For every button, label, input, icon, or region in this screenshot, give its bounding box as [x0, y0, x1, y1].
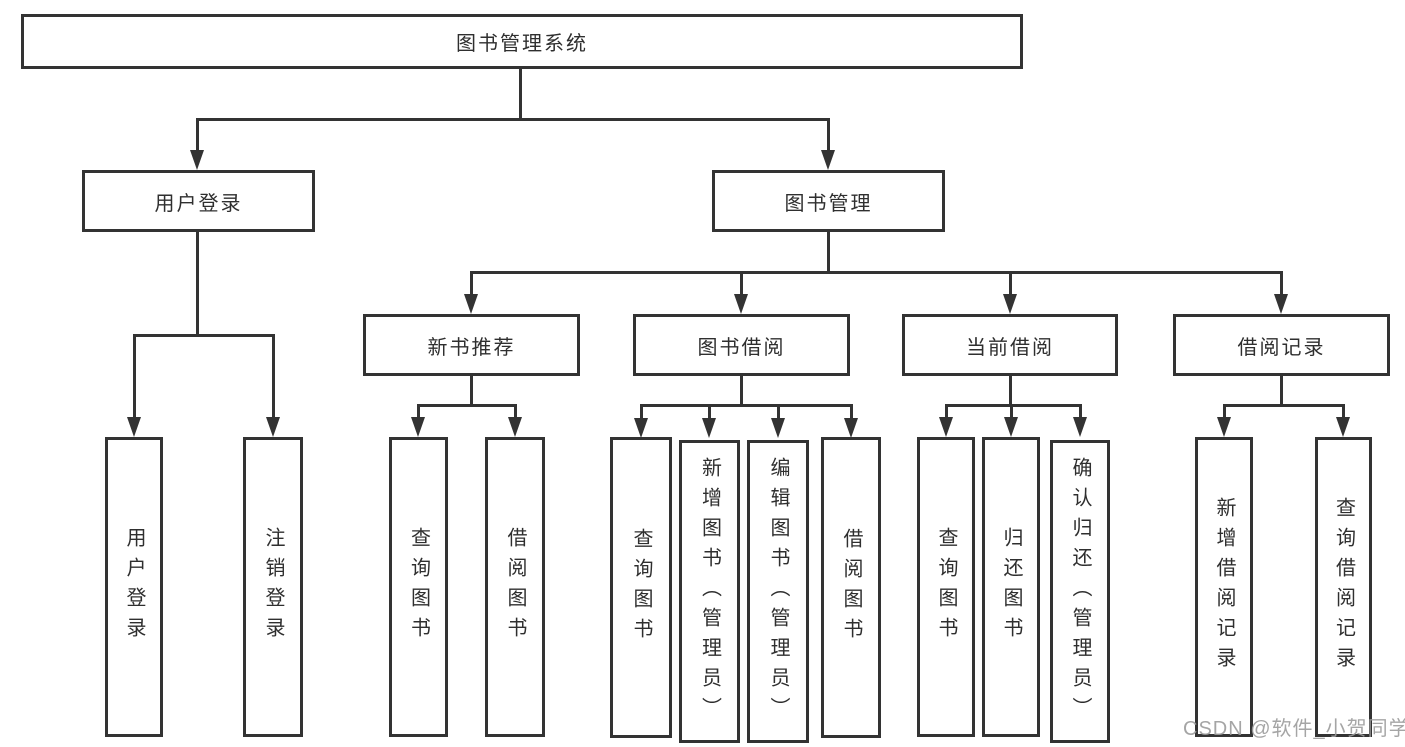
node-label-leaf-query-book-1: 查询图书 [407, 527, 430, 647]
node-current-borrow: 当前借阅 [902, 314, 1118, 376]
node-leaf-confirm-return: 确认归还（管理员） [1050, 440, 1110, 743]
arrowhead-down-icon [939, 417, 953, 437]
node-label-borrow-records: 借阅记录 [1237, 336, 1326, 359]
edge-drop-root [196, 119, 199, 154]
edge-stem-new-book-rec [470, 376, 473, 405]
edge-bar-book-borrow [640, 404, 853, 407]
edge-bar-root [196, 118, 830, 121]
node-label-leaf-edit-book: 编辑图书（管理员） [767, 456, 789, 727]
edge-drop-book-borrow [850, 405, 853, 422]
node-label-book-mgmt: 图书管理 [784, 192, 873, 215]
edge-drop-new-book-rec [417, 405, 420, 421]
node-leaf-add-record: 新增借阅记录 [1195, 437, 1253, 737]
node-leaf-return-book: 归还图书 [982, 437, 1040, 737]
node-label-leaf-query-book-2: 查询图书 [630, 527, 652, 648]
node-label-leaf-query-book-3: 查询图书 [935, 527, 957, 647]
edge-bar-new-book-rec [417, 404, 517, 407]
node-leaf-logout: 注销登录 [243, 437, 303, 737]
arrowhead-down-icon [1274, 294, 1288, 314]
arrowhead-down-icon [1073, 417, 1087, 437]
arrowhead-down-icon [1003, 294, 1017, 314]
edge-stem-book-borrow [740, 376, 743, 405]
arrowhead-down-icon [771, 418, 785, 438]
edge-drop-book-mgmt [740, 272, 743, 298]
node-label-leaf-confirm-return: 确认归还（管理员） [1069, 456, 1091, 727]
edge-drop-borrow-records [1223, 405, 1226, 421]
edge-drop-user-login [272, 335, 275, 421]
node-label-leaf-borrow-book-1: 借阅图书 [504, 527, 526, 647]
node-label-root: 图书管理系统 [456, 33, 588, 55]
node-user-login: 用户登录 [82, 170, 315, 232]
edge-drop-borrow-records [1342, 405, 1345, 421]
edge-bar-book-mgmt [470, 271, 1283, 274]
node-book-mgmt: 图书管理 [712, 170, 945, 232]
edge-stem-user-login [196, 232, 199, 335]
edge-drop-book-mgmt [1009, 272, 1012, 298]
arrowhead-down-icon [634, 418, 648, 438]
edge-drop-new-book-rec [514, 405, 517, 421]
arrowhead-down-icon [464, 294, 478, 314]
node-book-borrow: 图书借阅 [633, 314, 850, 376]
node-leaf-query-book-2: 查询图书 [610, 437, 672, 738]
arrowhead-down-icon [1217, 417, 1231, 437]
arrowhead-down-icon [127, 417, 141, 437]
node-leaf-user-login: 用户登录 [105, 437, 163, 737]
edge-bar-current-borrow [945, 404, 1082, 407]
edge-drop-book-borrow [708, 405, 711, 422]
node-label-book-borrow: 图书借阅 [697, 336, 786, 359]
edge-stem-book-mgmt [827, 232, 830, 272]
edge-drop-user-login [133, 335, 136, 421]
node-label-leaf-logout: 注销登录 [262, 527, 284, 647]
node-label-leaf-borrow-book-2: 借阅图书 [840, 527, 862, 648]
node-label-leaf-add-book: 新增图书（管理员） [698, 456, 721, 727]
node-label-user-login: 用户登录 [154, 192, 243, 215]
node-leaf-borrow-book-2: 借阅图书 [821, 437, 881, 738]
arrowhead-down-icon [190, 150, 204, 170]
arrowhead-down-icon [508, 417, 522, 437]
arrowhead-down-icon [734, 294, 748, 314]
edge-drop-book-mgmt [470, 272, 473, 298]
node-leaf-query-book-1: 查询图书 [389, 437, 448, 737]
node-leaf-query-record: 查询借阅记录 [1315, 437, 1372, 737]
edge-stem-borrow-records [1280, 376, 1283, 405]
edge-drop-book-borrow [777, 405, 780, 422]
node-label-leaf-add-record: 新增借阅记录 [1213, 497, 1235, 677]
edge-bar-user-login [133, 334, 275, 337]
node-label-leaf-return-book: 归还图书 [1000, 527, 1022, 647]
node-label-leaf-query-record: 查询借阅记录 [1332, 497, 1355, 677]
arrowhead-down-icon [266, 417, 280, 437]
csdn-watermark: CSDN @软件_小贺同学 [1183, 718, 1405, 740]
node-label-leaf-user-login: 用户登录 [123, 527, 145, 647]
edge-drop-book-borrow [640, 405, 643, 422]
arrowhead-down-icon [1004, 417, 1018, 437]
edge-drop-current-borrow [945, 405, 948, 421]
node-new-book-rec: 新书推荐 [363, 314, 580, 376]
node-leaf-borrow-book-1: 借阅图书 [485, 437, 545, 737]
edge-stem-root [519, 69, 522, 119]
node-root: 图书管理系统 [21, 14, 1023, 69]
edge-bar-borrow-records [1223, 404, 1345, 407]
arrowhead-down-icon [844, 418, 858, 438]
edge-drop-current-borrow [1079, 405, 1082, 421]
edge-drop-root [827, 119, 830, 154]
node-borrow-records: 借阅记录 [1173, 314, 1390, 376]
edge-stem-current-borrow [1009, 376, 1012, 405]
arrowhead-down-icon [821, 150, 835, 170]
edge-drop-book-mgmt [1280, 272, 1283, 298]
node-leaf-edit-book: 编辑图书（管理员） [747, 440, 809, 743]
edge-drop-current-borrow [1010, 405, 1013, 421]
arrowhead-down-icon [702, 418, 716, 438]
node-label-current-borrow: 当前借阅 [966, 336, 1054, 359]
node-leaf-add-book: 新增图书（管理员） [679, 440, 740, 743]
arrowhead-down-icon [411, 417, 425, 437]
arrowhead-down-icon [1336, 417, 1350, 437]
node-leaf-query-book-3: 查询图书 [917, 437, 975, 737]
node-label-new-book-rec: 新书推荐 [427, 336, 516, 359]
